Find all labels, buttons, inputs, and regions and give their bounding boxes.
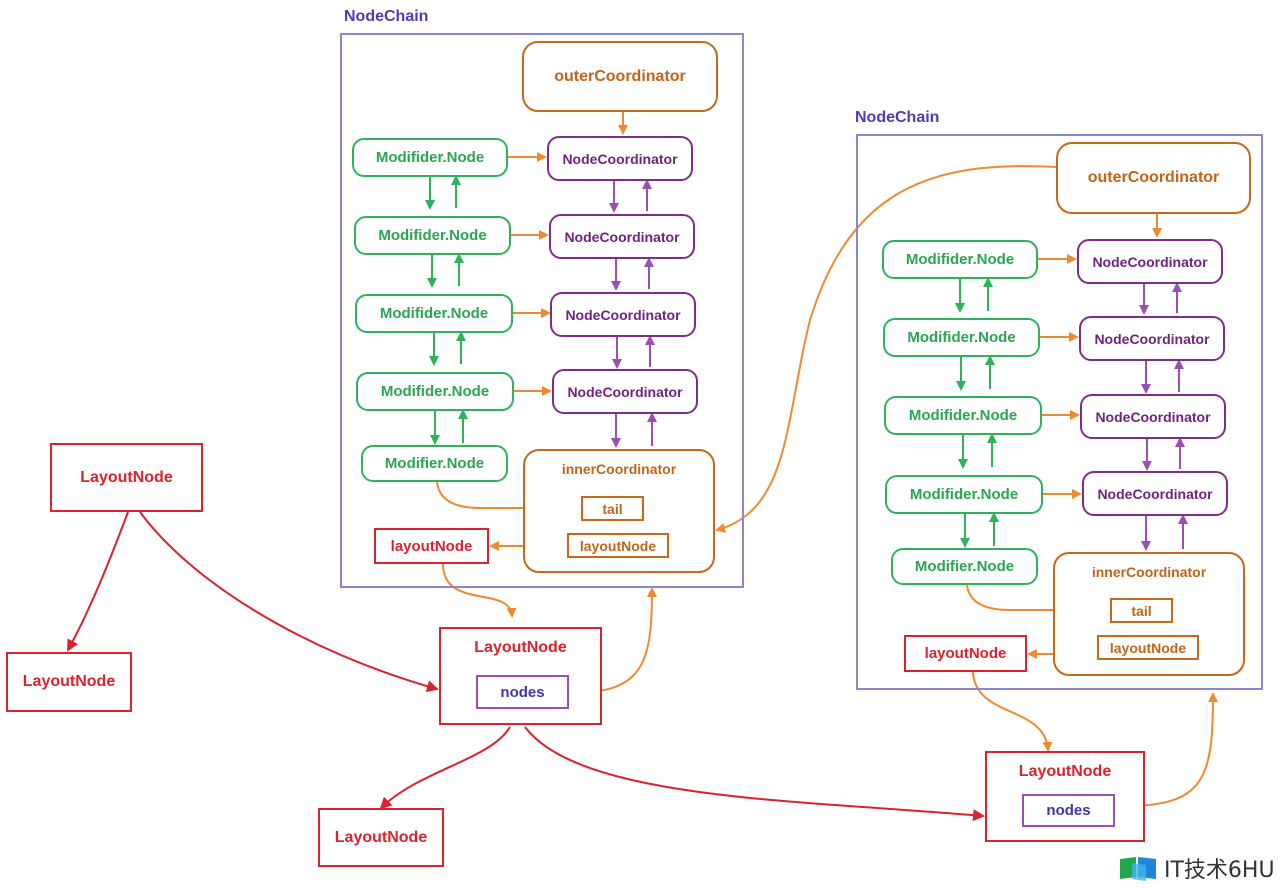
chain1-node-coordinator-3: NodeCoordinator (550, 292, 696, 337)
chain2-modifier-node-5: Modifier.Node (891, 548, 1038, 585)
chain1-node-coordinator-1: NodeCoordinator (547, 136, 693, 181)
watermark-text: IT技术6HU (1164, 858, 1275, 883)
chain1-arrows (425, 112, 657, 694)
cross-chain-arrow (715, 165, 1057, 533)
layoutnode-root: LayoutNode (50, 443, 203, 512)
book-logo-icon (1118, 853, 1158, 883)
layoutnode-left-child: LayoutNode (6, 652, 132, 712)
chain1-modifier-node-4: Modifider.Node (356, 372, 514, 411)
chain2-node-coordinator-3: NodeCoordinator (1080, 394, 1226, 439)
chain1-outer-coordinator: outerCoordinator (522, 41, 718, 112)
chain1-node-coordinator-4: NodeCoordinator (552, 369, 698, 414)
chain2-modifier-node-1: Modifider.Node (882, 240, 1038, 279)
layoutnode-bottom-child: LayoutNode (318, 808, 444, 867)
chain2-modifier-node-2: Modifider.Node (883, 318, 1040, 357)
chain2-tail: tail (1110, 598, 1173, 623)
chain2-title: NodeChain (855, 109, 940, 126)
chain1-layoutnode-ref: layoutNode (374, 528, 489, 564)
chain2-layoutnode-ref: layoutNode (904, 635, 1027, 672)
chain2-inner-layoutnode: layoutNode (1097, 635, 1199, 660)
chain2-container (856, 134, 1263, 690)
middle-nodes: nodes (476, 675, 569, 709)
chain1-title: NodeChain (344, 8, 429, 25)
chain1-modifier-node-2: Modifider.Node (354, 216, 511, 255)
chain2-modifier-node-3: Modifider.Node (884, 396, 1042, 435)
right-nodes: nodes (1022, 794, 1115, 827)
chain1-modifier-node-3: Modifider.Node (355, 294, 513, 333)
chain2-node-coordinator-4: NodeCoordinator (1082, 471, 1228, 516)
chain1-tail: tail (581, 496, 644, 521)
chain1-inner-layoutnode: layoutNode (567, 533, 669, 558)
tree-edges (67, 511, 985, 822)
chain1-modifier-node-5: Modifier.Node (361, 445, 508, 482)
chain2-node-coordinator-2: NodeCoordinator (1079, 316, 1225, 361)
chain1-modifier-node-1: Modifider.Node (352, 138, 508, 177)
watermark: IT技术6HU (1118, 852, 1275, 884)
chain2-arrows (955, 213, 1218, 808)
chain2-node-coordinator-1: NodeCoordinator (1077, 239, 1223, 284)
chain2-modifier-node-4: Modifider.Node (885, 475, 1043, 514)
chain1-container (340, 33, 744, 588)
chain2-outer-coordinator: outerCoordinator (1056, 142, 1251, 214)
chain1-node-coordinator-2: NodeCoordinator (549, 214, 695, 259)
